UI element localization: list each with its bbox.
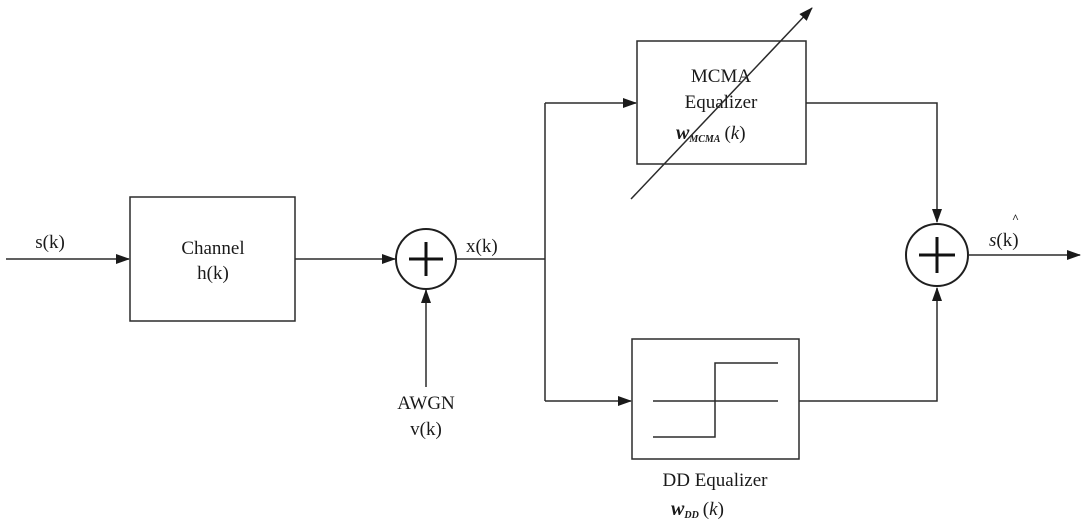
dd-title: DD Equalizer (663, 470, 769, 491)
output-hat-mark: ^ (1012, 211, 1019, 225)
noise-adder-junction (395, 228, 457, 290)
noise-title: AWGN (397, 393, 455, 414)
input-signal-label: s(k) (35, 232, 65, 253)
mcma-title: MCMA (691, 66, 751, 87)
dd-equalizer-block: DD Equalizer wDD(k) (631, 338, 800, 521)
mixed-signal-label: x(k) (466, 236, 498, 257)
channel-block: Channel h(k) (129, 196, 296, 322)
output-signal-label: s(k) (989, 230, 1019, 251)
noise-signal-label: v(k) (410, 419, 442, 440)
dd-weight-label: wDD(k) (671, 498, 724, 521)
adaptive-arrow (630, 7, 813, 200)
output-adder-junction (905, 223, 969, 287)
mcma-to-adder-arrow (806, 102, 942, 223)
dd-to-adder-arrow (799, 287, 942, 402)
channel-response-label: h(k) (197, 263, 229, 284)
channel-title: Channel (181, 238, 244, 259)
mcma-weight-label: wMCMA(k) (676, 122, 746, 145)
decision-step-icon (653, 362, 778, 438)
mcma-subtitle: Equalizer (685, 92, 758, 113)
